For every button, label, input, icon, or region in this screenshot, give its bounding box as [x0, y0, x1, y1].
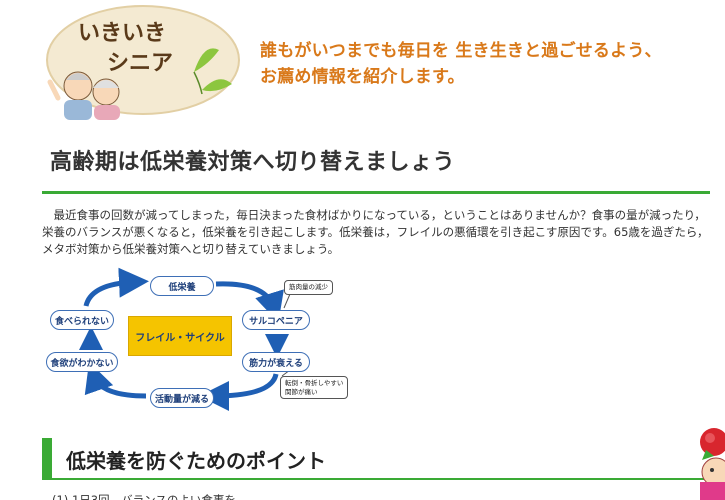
- callout-falls-line1: 転倒・骨折しやすい: [285, 379, 344, 387]
- node-muscle-weak: 筋力が衰える: [242, 352, 310, 372]
- intro-paragraph: 最近食事の回数が減ってしまった，毎日決まった食材ばかりになっている，ということは…: [42, 208, 709, 256]
- arrow-to-undernutrition: [83, 267, 149, 307]
- frailty-cycle-label: フレイル・サイクル: [128, 316, 232, 356]
- cycle-arrows: [79, 267, 291, 411]
- tagline-line1: 誰もがいつまでも毎日を 生き生きと過ごせるよう、: [260, 41, 662, 61]
- node-sarcopenia: サルコペニア: [242, 310, 310, 330]
- mascot-character-icon[interactable]: [688, 420, 725, 500]
- site-tagline: 誰もがいつまでも毎日を 生き生きと過ごせるよう、 お薦め情報を紹介します。: [260, 38, 710, 90]
- section-divider: [52, 478, 710, 480]
- node-activity-down: 活動量が減る: [150, 388, 214, 408]
- callout-falls-line2: 関節が痛い: [285, 387, 318, 396]
- arrow-to-activity-down: [199, 373, 279, 411]
- node-undernutrition: 低栄養: [150, 276, 214, 296]
- logo-line2: シニア: [107, 51, 173, 76]
- frailty-cycle-diagram: 低栄養 サルコペニア 筋力が衰える 活動量が減る 食欲がわかない 食べられない …: [46, 267, 366, 422]
- tagline-line2: お薦め情報を紹介します。: [260, 67, 465, 87]
- elderly-couple-icon: [47, 71, 120, 120]
- node-no-appetite: 食欲がわかない: [46, 352, 118, 372]
- title-divider: [42, 191, 710, 194]
- callout-falls: 転倒・骨折しやすい 関節が痛い: [280, 376, 349, 399]
- leaf-icon: [193, 48, 232, 95]
- node-cannot-eat: 食べられない: [50, 310, 114, 330]
- arrow-to-no-appetite: [84, 361, 147, 399]
- page-title: 高齢期は低栄養対策へ切り替えましょう: [50, 150, 456, 175]
- logo-line1: いきいき: [78, 21, 166, 46]
- callout-muscle-loss: 筋肉量の減少: [284, 280, 333, 295]
- arrow-to-sarcopenia: [215, 281, 284, 323]
- point-1: (1) 1日3回，バランスのよい食事を: [52, 493, 236, 500]
- section-accent-bar: [42, 438, 52, 480]
- site-banner-logo: いきいき シニア: [44, 2, 242, 120]
- section-title: 低栄養を防ぐためのポイント: [66, 449, 326, 473]
